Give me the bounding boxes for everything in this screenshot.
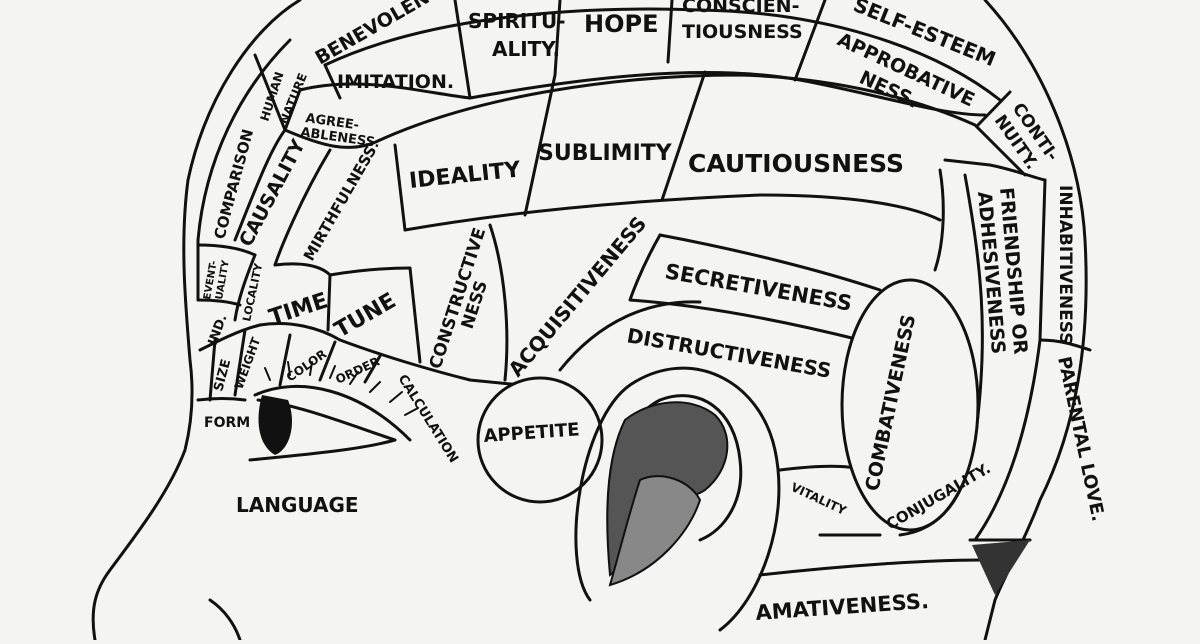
label-inhabitiveness: INHABITIVENESS	[1055, 185, 1075, 344]
label-weight: WEIGHT	[232, 335, 264, 391]
label-cautiousness: CAUTIOUSNESS	[688, 149, 904, 178]
label-locality: LOCALITY	[240, 261, 265, 323]
label-agreeableness-1: AGREE-	[304, 111, 359, 133]
combativeness-region	[840, 278, 980, 532]
label-hope: HOPE	[584, 10, 658, 38]
label-form: FORM	[204, 415, 250, 431]
label-benevolence: BENEVOLENCE	[312, 0, 457, 69]
label-vitality: VITALITY	[789, 480, 849, 518]
forehead-regions	[196, 53, 522, 402]
outer-band	[298, 0, 1012, 127]
label-destructiveness: DISTRUCTIVENESS	[625, 323, 833, 383]
label-parental-love: PARENTAL LOVE.	[1053, 355, 1108, 524]
label-ideality: IDEALITY	[408, 157, 523, 194]
label-amativeness: AMATIVENESS.	[755, 589, 930, 625]
label-mirthfulness: MIRTHFULNESS	[300, 143, 381, 264]
label-spirituality-1: SPIRITU-	[468, 9, 566, 33]
label-order: ORDER	[333, 354, 381, 386]
label-individuality: IND.	[206, 313, 231, 348]
label-acquisitiveness: ACQUISITIVENESS	[503, 212, 651, 382]
label-spirituality-2: ALITY.	[492, 37, 560, 61]
label-tune: TUNE	[331, 288, 401, 343]
label-conscientiousness-2: TIOUSNESS	[682, 21, 803, 43]
shaded-corner	[972, 540, 1030, 595]
eye-illustration	[248, 361, 419, 462]
appetite-region	[476, 376, 604, 504]
label-size: SIZE	[211, 358, 234, 393]
label-color: COLOR	[284, 347, 329, 385]
label-calculation: CALCULATION	[395, 372, 461, 466]
label-language: LANGUAGE	[236, 493, 359, 517]
label-imitation: IMITATION.	[337, 71, 454, 93]
middle-band	[378, 70, 1047, 272]
ear-illustration	[574, 366, 781, 632]
label-sublimity: SUBLIMITY	[538, 141, 673, 166]
label-conscientiousness-1: CONSCIEN-	[682, 0, 799, 17]
